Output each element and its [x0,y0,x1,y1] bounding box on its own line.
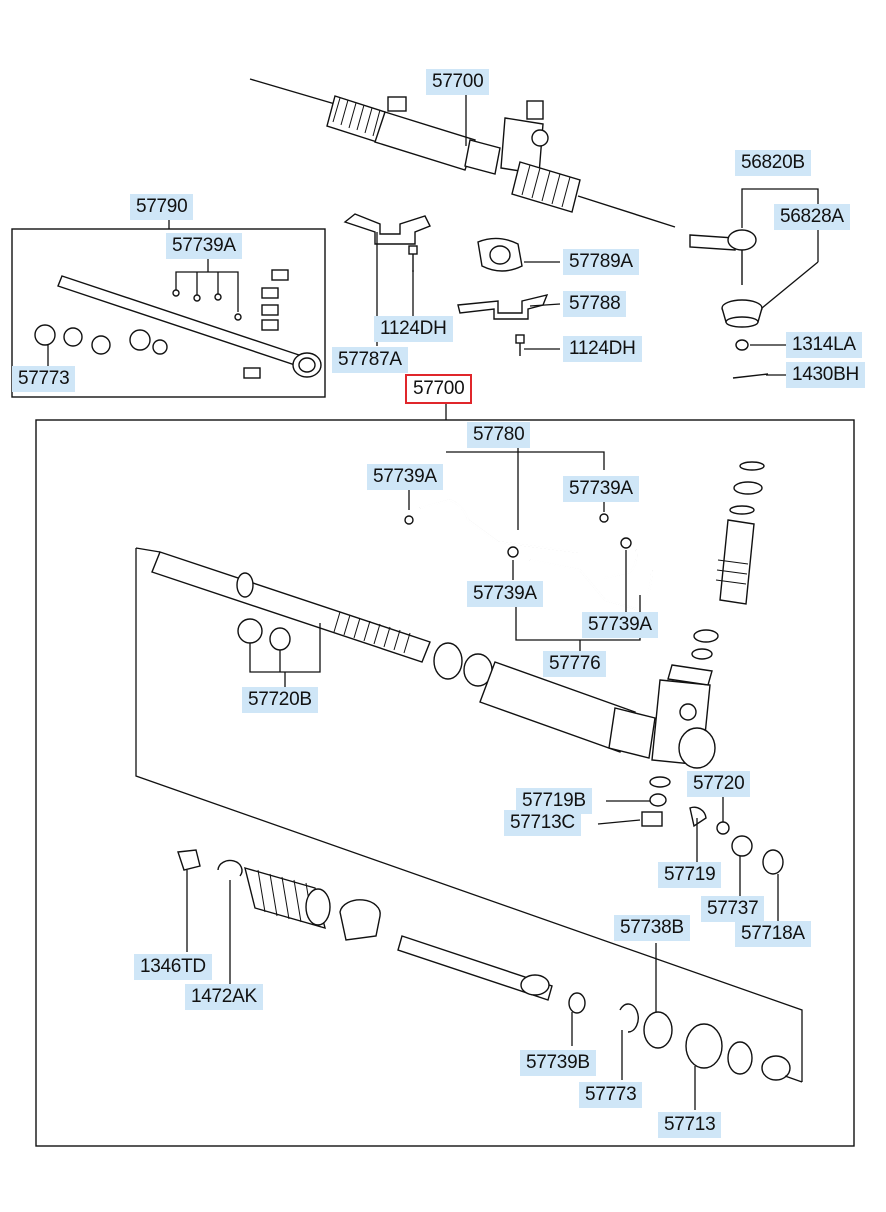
part-label-57700-selected[interactable]: 57700 [404,374,473,404]
bolt-1124dh-a [408,245,418,272]
cotter-pin-1430bh [732,373,769,379]
nut-1314la [735,339,749,351]
part-label-57700-top[interactable]: 57700 [426,69,490,95]
part-label-57739a-4[interactable]: 57739A [582,612,658,638]
part-label-57720[interactable]: 57720 [687,771,751,797]
part-label-57739a-3[interactable]: 57739A [467,581,543,607]
feed-tubes-57780 [404,446,653,652]
part-label-56828a[interactable]: 56828A [774,204,850,230]
part-label-56820b[interactable]: 56820B [735,150,811,176]
lower-parts [177,793,791,1081]
part-label-1346td[interactable]: 1346TD [134,954,212,980]
part-label-57773[interactable]: 57773 [579,1082,643,1108]
part-label-57739a-2[interactable]: 57739A [563,476,639,502]
part-label-57789a[interactable]: 57789A [563,249,639,275]
part-label-57788[interactable]: 57788 [563,291,627,317]
main-assembly-box [35,419,855,1147]
part-label-57739b[interactable]: 57739B [520,1050,596,1076]
part-label-57773-inset[interactable]: 57773 [12,366,76,392]
bracket-57787a [343,213,431,245]
part-label-1314la[interactable]: 1314LA [786,332,862,358]
tie-rod-end-56820b [689,229,757,285]
part-label-57780[interactable]: 57780 [467,422,531,448]
top-steering-gear [249,78,676,228]
part-label-57738b[interactable]: 57738B [614,915,690,941]
part-label-57787a[interactable]: 57787A [332,347,408,373]
bolt-1124dh-b [515,334,525,356]
part-label-1472ak[interactable]: 1472AK [185,984,263,1010]
bracket-57788 [457,294,549,320]
part-label-57720b[interactable]: 57720B [242,687,318,713]
inset-rack-parts [34,258,322,379]
part-label-57713[interactable]: 57713 [658,1112,722,1138]
part-label-57776[interactable]: 57776 [543,651,607,677]
part-label-57719[interactable]: 57719 [658,862,722,888]
bushing-57789a [477,237,523,272]
part-label-57739a-1[interactable]: 57739A [367,464,443,490]
part-label-1430bh[interactable]: 1430BH [786,362,865,388]
perspective-lines [135,547,803,1083]
part-label-1124dh-a[interactable]: 1124DH [374,316,453,342]
part-label-57719b[interactable]: 57719B [516,788,592,814]
gear-housing [433,642,716,769]
part-label-57790[interactable]: 57790 [130,194,194,220]
part-label-57739a-inset[interactable]: 57739A [166,233,242,259]
part-label-1124dh-b[interactable]: 1124DH [563,336,642,362]
part-label-57737[interactable]: 57737 [701,896,765,922]
main-rack-bar [151,551,431,688]
part-label-57713c[interactable]: 57713C [504,810,581,836]
pinion-parts [649,461,765,788]
dust-cover-56828a [721,299,763,328]
part-label-57718a[interactable]: 57718A [735,921,811,947]
